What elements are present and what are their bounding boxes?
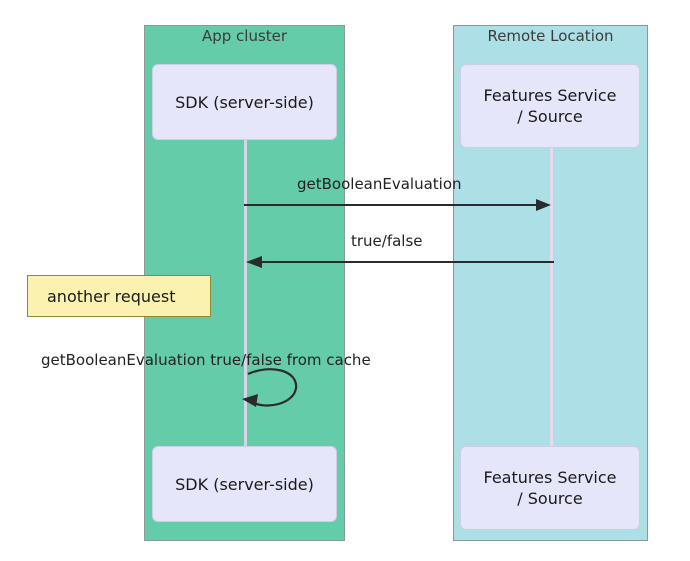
participant-sdk-bottom-label: SDK (server-side) [175, 474, 314, 494]
note-another-request-label: another request [47, 286, 176, 306]
message-label-request: getBooleanEvaluation [297, 175, 462, 193]
participant-features-top[interactable]: Features Service / Source [460, 64, 640, 148]
participant-sdk-top[interactable]: SDK (server-side) [152, 64, 337, 140]
message-label-response: true/false [351, 232, 423, 250]
message-arrow-response [246, 256, 554, 268]
participant-sdk-bottom[interactable]: SDK (server-side) [152, 446, 337, 522]
group-title-remote-location: Remote Location [487, 27, 614, 45]
lifeline-features [550, 140, 553, 446]
message-arrow-self-call [242, 368, 298, 407]
group-title-app-cluster: App cluster [201, 27, 288, 45]
participant-features-top-label-line2: / Source [517, 107, 583, 126]
participant-features-bottom-label: Features Service / Source [483, 467, 616, 509]
lifeline-sdk [244, 140, 247, 446]
participant-features-bottom-label-line1: Features Service [483, 468, 617, 487]
participant-features-top-label: Features Service / Source [483, 85, 616, 127]
note-another-request: another request [27, 275, 211, 317]
participant-sdk-top-label: SDK (server-side) [175, 92, 314, 112]
participant-features-bottom[interactable]: Features Service / Source [460, 446, 640, 530]
participant-features-top-label-line1: Features Service [483, 86, 617, 105]
message-label-self-call: getBooleanEvaluation true/false from cac… [41, 351, 371, 369]
message-arrow-request [244, 199, 551, 211]
participant-features-bottom-label-line2: / Source [517, 489, 583, 508]
